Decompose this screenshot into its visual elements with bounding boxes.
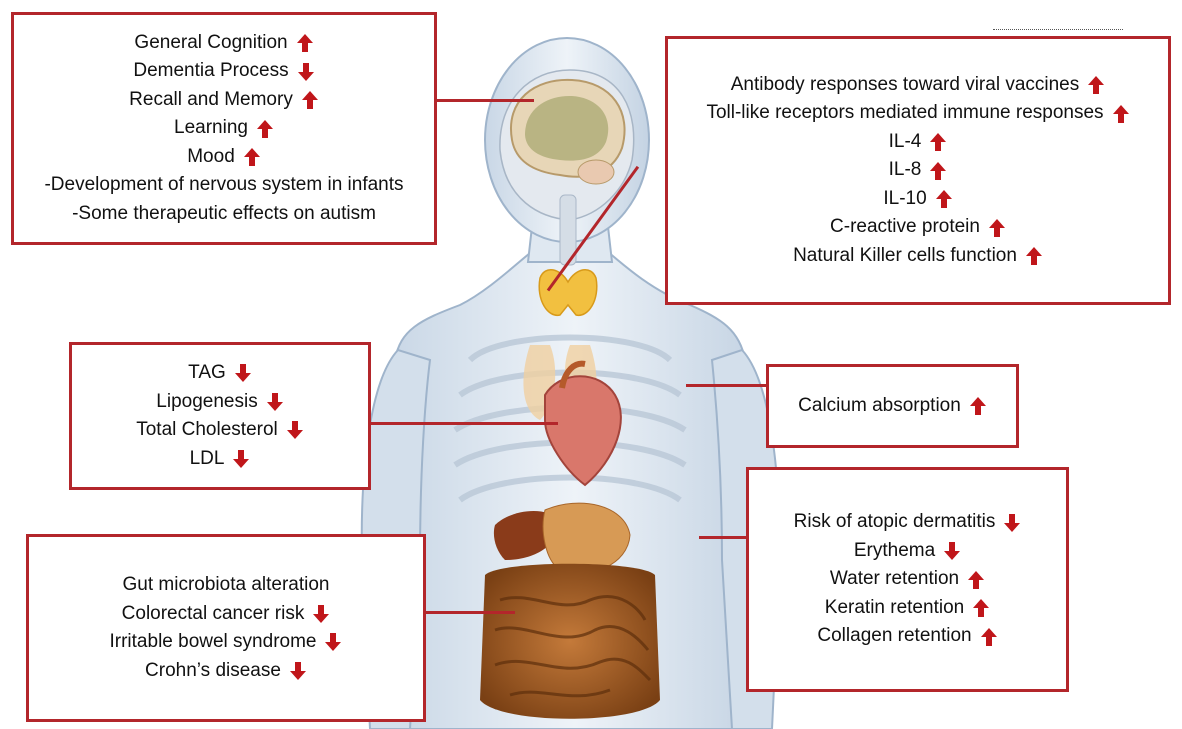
gut-item: Irritable bowel syndrome	[110, 628, 343, 657]
gut-item-label: Colorectal cancer risk	[122, 600, 305, 629]
brain-item: General Cognition	[134, 29, 313, 58]
bone-item-label: Calcium absorption	[798, 392, 961, 421]
immune-item-label: Natural Killer cells function	[793, 242, 1017, 271]
gut-item: Gut microbiota alteration	[123, 571, 330, 600]
arrow-down-icon	[234, 363, 252, 383]
arrow-up-icon	[1087, 75, 1105, 95]
immune-item: Natural Killer cells function	[793, 242, 1043, 271]
brain-item-label: Mood	[187, 143, 235, 172]
arrow-down-icon	[297, 62, 315, 82]
gut-item: Colorectal cancer risk	[122, 600, 331, 629]
brain-item: Recall and Memory	[129, 86, 319, 115]
arrow-up-icon	[243, 147, 261, 167]
arrow-down-icon	[289, 661, 307, 681]
skin-item-label: Water retention	[830, 565, 959, 594]
immune-item: Antibody responses toward viral vaccines	[731, 71, 1106, 100]
immune-item-label: Toll-like receptors mediated immune resp…	[706, 99, 1103, 128]
arrow-down-icon	[1003, 513, 1021, 533]
brain-item: -Development of nervous system in infant…	[44, 171, 403, 200]
lipids-item: LDL	[190, 445, 251, 474]
brain-item-label: Learning	[174, 114, 248, 143]
arrow-up-icon	[980, 627, 998, 647]
brain-item-label: General Cognition	[134, 29, 287, 58]
arrow-up-icon	[296, 33, 314, 53]
brain-item-label: Recall and Memory	[129, 86, 293, 115]
leader-skin	[699, 536, 749, 539]
arrow-up-icon	[301, 90, 319, 110]
arrow-up-icon	[935, 189, 953, 209]
immune-item-label: IL-10	[883, 185, 926, 214]
immune-item: Toll-like receptors mediated immune resp…	[706, 99, 1129, 128]
arrow-down-icon	[266, 392, 284, 412]
leader-gut	[423, 611, 515, 614]
brain-item: Learning	[174, 114, 274, 143]
lipids-item-label: Lipogenesis	[156, 388, 257, 417]
gut-item: Crohn’s disease	[145, 657, 307, 686]
arrow-down-icon	[232, 449, 250, 469]
immune-item: IL-8	[889, 156, 948, 185]
brain-item-label: -Some therapeutic effects on autism	[72, 200, 376, 229]
lipids-item: Total Cholesterol	[136, 416, 304, 445]
arrow-up-icon	[1025, 246, 1043, 266]
skin-item: Water retention	[830, 565, 985, 594]
brain-item-label: -Development of nervous system in infant…	[44, 171, 403, 200]
gut-item-label: Crohn’s disease	[145, 657, 281, 686]
arrow-down-icon	[312, 604, 330, 624]
skin-item-label: Keratin retention	[825, 594, 964, 623]
lipids-item: Lipogenesis	[156, 388, 283, 417]
immune-item-label: IL-4	[889, 128, 922, 157]
skin-item: Risk of atopic dermatitis	[794, 508, 1022, 537]
arrow-up-icon	[988, 218, 1006, 238]
skin-item-label: Risk of atopic dermatitis	[794, 508, 996, 537]
immune-item-label: Antibody responses toward viral vaccines	[731, 71, 1080, 100]
gut-item-label: Gut microbiota alteration	[123, 571, 330, 600]
arrow-up-icon	[929, 161, 947, 181]
immune-item: IL-10	[883, 185, 952, 214]
skin-item: Keratin retention	[825, 594, 990, 623]
arrow-down-icon	[943, 541, 961, 561]
brain-item: Dementia Process	[133, 57, 314, 86]
arrow-up-icon	[929, 132, 947, 152]
skin-item: Erythema	[854, 537, 961, 566]
lipids-item-label: TAG	[188, 359, 226, 388]
leader-bone	[686, 384, 770, 387]
arrow-up-icon	[256, 119, 274, 139]
arrow-up-icon	[972, 598, 990, 618]
immune-item-label: IL-8	[889, 156, 922, 185]
skin-item: Collagen retention	[817, 622, 997, 651]
gut-item-label: Irritable bowel syndrome	[110, 628, 317, 657]
immune-item: C-reactive protein	[830, 213, 1006, 242]
leader-lipids	[368, 422, 558, 425]
lipids-item-label: Total Cholesterol	[136, 416, 278, 445]
bone-effects-box: Calcium absorption	[766, 364, 1019, 448]
lipids-item: TAG	[188, 359, 252, 388]
arrow-down-icon	[286, 420, 304, 440]
immune-item: IL-4	[889, 128, 948, 157]
immune-effects-box: Antibody responses toward viral vaccines…	[665, 36, 1171, 305]
skin-item-label: Erythema	[854, 537, 935, 566]
immune-item-label: C-reactive protein	[830, 213, 980, 242]
brain-item: -Some therapeutic effects on autism	[72, 200, 376, 229]
brain-item: Mood	[187, 143, 261, 172]
arrow-down-icon	[324, 632, 342, 652]
bone-item: Calcium absorption	[798, 392, 987, 421]
dotted-guide	[993, 29, 1123, 30]
brain-item-label: Dementia Process	[133, 57, 288, 86]
arrow-up-icon	[1112, 104, 1130, 124]
arrow-up-icon	[967, 570, 985, 590]
arrow-up-icon	[969, 396, 987, 416]
leader-brain	[434, 99, 534, 102]
lipids-item-label: LDL	[190, 445, 225, 474]
skin-item-label: Collagen retention	[817, 622, 971, 651]
